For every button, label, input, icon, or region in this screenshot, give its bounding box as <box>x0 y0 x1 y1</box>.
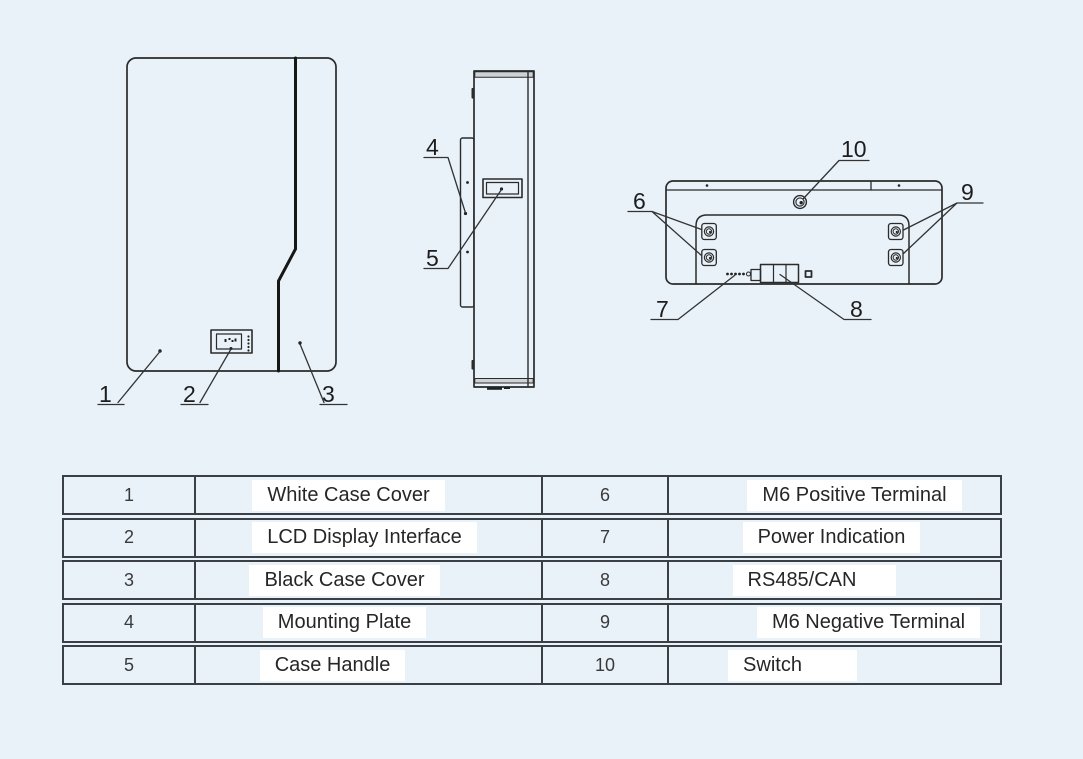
black-case-cover-divider <box>277 56 297 373</box>
part-description: Black Case Cover <box>194 562 541 598</box>
callout-10 <box>802 159 870 200</box>
callout-4 <box>423 156 468 216</box>
side-body-outline <box>473 70 535 388</box>
rs485-can-connector <box>750 263 813 284</box>
table-row: 2 LCD Display Interface 7 Power Indicati… <box>62 517 1002 558</box>
case-handle-outline <box>482 178 523 199</box>
part-number: 3 <box>123 569 134 590</box>
mounting-plate-outline <box>459 137 475 308</box>
callout-1-label: 1 <box>99 381 112 407</box>
part-number: 1 <box>123 484 134 505</box>
callout-6-label: 6 <box>633 188 646 214</box>
part-number: 4 <box>123 612 134 632</box>
part-description: LCD Display Interface <box>194 519 541 556</box>
m6-negative-terminal-lower <box>887 248 904 267</box>
callout-4-label: 4 <box>426 134 439 160</box>
callout-8-label: 8 <box>850 296 863 322</box>
rear-dot-left <box>705 184 709 187</box>
part-description: Mounting Plate <box>194 604 541 641</box>
table-row: 5 Case Handle 10 Switch <box>62 645 1002 685</box>
part-description: M6 Negative Terminal <box>667 604 1000 641</box>
part-description-text: Switch <box>728 649 857 681</box>
part-description: Switch <box>667 647 1000 683</box>
part-number: 7 <box>541 519 667 556</box>
callout-10-label: 10 <box>841 136 867 162</box>
bottom-cap-band <box>474 378 534 384</box>
part-description: RS485/CAN <box>667 562 1000 598</box>
part-description-text: White Case Cover <box>252 479 445 511</box>
product-views-diagram: 1 2 3 4 5 6 7 8 9 10 <box>97 56 984 407</box>
part-description-text: M6 Positive Terminal <box>747 479 962 511</box>
callout-2-label: 2 <box>183 381 196 407</box>
part-description: Power Indication <box>667 519 1000 556</box>
table-row: 1 White Case Cover 6 M6 Positive Termina… <box>62 475 1002 515</box>
callout-8 <box>779 273 872 321</box>
m6-positive-terminal-lower <box>701 248 717 267</box>
callout-5-label: 5 <box>426 245 439 271</box>
part-number: 5 <box>123 654 134 675</box>
callout-3 <box>298 341 348 406</box>
part-description-text: Case Handle <box>259 649 406 681</box>
power-indication-leds <box>726 271 752 277</box>
top-cap-band <box>474 71 534 78</box>
part-number: 9 <box>541 604 667 641</box>
part-description: Case Handle <box>194 647 541 683</box>
part-number: 10 <box>541 647 667 683</box>
callout-3-label: 3 <box>322 381 335 407</box>
small-port <box>804 270 813 278</box>
side-view <box>423 70 535 390</box>
table-row: 4 Mounting Plate 9 M6 Negative Terminal <box>62 602 1002 643</box>
white-case-cover-outline <box>126 57 337 372</box>
callout-9-label: 9 <box>961 179 974 205</box>
switch-button <box>792 194 808 210</box>
part-description-text: Black Case Cover <box>249 564 440 596</box>
terminal-recess-outline <box>695 214 910 285</box>
plate-dot-upper <box>466 181 469 184</box>
part-description-text: RS485/CAN <box>732 564 897 596</box>
part-description-text: LCD Display Interface <box>252 522 477 553</box>
callout-9 <box>902 202 984 255</box>
table-row: 3 Black Case Cover 8 RS485/CAN <box>62 560 1002 600</box>
lcd-pins <box>247 335 250 352</box>
part-description-text: M6 Negative Terminal <box>756 607 981 638</box>
callout-6 <box>627 210 703 257</box>
part-number: 2 <box>123 527 134 547</box>
case-feet <box>487 386 510 390</box>
front-view <box>97 56 348 406</box>
rear-view <box>627 159 984 321</box>
m6-negative-terminal-upper <box>887 222 904 241</box>
part-description-text: Power Indication <box>742 522 921 553</box>
part-number: 6 <box>541 477 667 513</box>
lcd-glyphs <box>224 338 237 342</box>
plate-dot-lower <box>466 250 469 254</box>
callout-1 <box>97 349 162 406</box>
callout-2 <box>180 347 233 406</box>
callout-5 <box>423 187 504 270</box>
m6-positive-terminal-upper <box>701 222 717 241</box>
rear-body-outline <box>665 180 943 285</box>
part-description: White Case Cover <box>194 477 541 513</box>
callout-7 <box>650 274 736 321</box>
lcd-display <box>210 329 253 354</box>
part-description-text: Mounting Plate <box>262 607 427 638</box>
part-number: 8 <box>541 562 667 598</box>
part-description: M6 Positive Terminal <box>667 477 1000 513</box>
callout-7-label: 7 <box>656 296 669 322</box>
parts-table: 1 White Case Cover 6 M6 Positive Termina… <box>62 475 1002 688</box>
rear-dot-right <box>897 184 901 187</box>
